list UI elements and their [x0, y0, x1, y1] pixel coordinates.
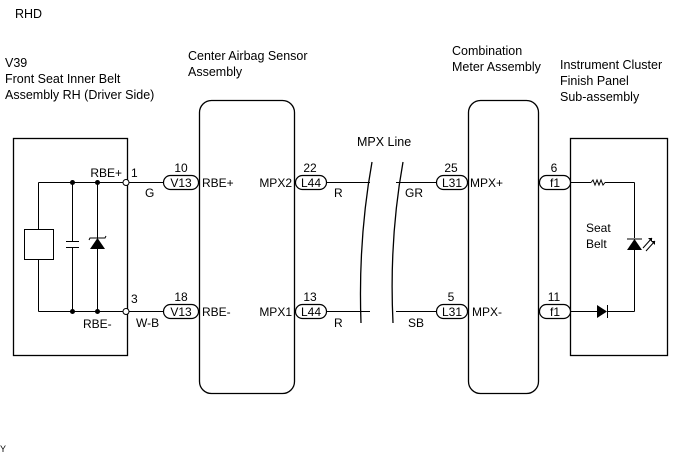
connector-l44-top: [294, 174, 328, 191]
combination-meter-name-line1: Combination: [452, 44, 523, 58]
connector-code: f1: [550, 305, 560, 319]
meter-terminal-mpx-minus: MPX-: [472, 305, 502, 319]
connector-code: f1: [550, 176, 560, 190]
connector-code: L31: [442, 176, 462, 190]
pin-number: 18: [174, 290, 188, 304]
connector-v13-bottom: [162, 303, 200, 320]
junction-dots: [70, 180, 100, 314]
pin-number: 10: [174, 161, 188, 175]
combination-meter-box: [467, 99, 540, 395]
zener-diode-icon: [88, 235, 107, 249]
footer-mark: Y: [0, 444, 7, 454]
connector-f1-top: [538, 174, 572, 191]
mpx-break-left: [359, 161, 373, 324]
wire-color-r-top: R: [334, 186, 343, 200]
seat-belt-name-line1: Front Seat Inner Belt: [5, 72, 121, 86]
seat-belt-led-icon: [627, 238, 655, 250]
connector-code: V13: [170, 176, 192, 190]
wire-color-sb: SB: [408, 316, 424, 330]
sensor-switch-icon: [24, 229, 54, 260]
diode-icon: [597, 305, 608, 318]
diagram-title: RHD: [15, 7, 43, 21]
airbag-terminal-rbe-plus: RBE+: [202, 176, 234, 190]
instrument-panel-name-line2: Finish Panel: [560, 74, 629, 88]
seat-belt-internal-circuit: [24, 182, 123, 312]
combination-meter-name-line2: Meter Assembly: [452, 60, 541, 74]
instrument-panel-name-line1: Instrument Cluster: [560, 58, 663, 72]
connector-f1-bottom: [538, 303, 572, 320]
pin-number: 6: [551, 161, 558, 175]
airbag-sensor-box: [198, 99, 296, 395]
pin-number: 11: [548, 290, 561, 304]
instrument-panel-box: [569, 137, 669, 357]
pin-number: 25: [444, 161, 458, 175]
connector-l31-bottom: [435, 303, 469, 320]
wire-color-g: G: [145, 186, 154, 200]
instrument-panel-name-line3: Sub-assembly: [560, 90, 640, 104]
pin-3: 3: [131, 292, 138, 306]
terminal-label-rbe-minus: RBE-: [83, 317, 112, 331]
connector-code: L44: [301, 176, 321, 190]
seat-belt-name-line2: Assembly RH (Driver Side): [5, 88, 155, 102]
airbag-terminal-rbe-minus: RBE-: [202, 305, 231, 319]
airbag-terminal-mpx1: MPX1: [259, 305, 292, 319]
airbag-sensor-name-line1: Center Airbag Sensor: [188, 49, 308, 63]
wire-color-r-bottom: R: [334, 316, 343, 330]
pin-number: 5: [448, 290, 455, 304]
lamp-label-line1: Seat: [586, 221, 611, 235]
meter-terminal-mpx-plus: MPX+: [470, 176, 503, 190]
connector-code: L31: [442, 305, 462, 319]
pin-number: 22: [303, 161, 317, 175]
connector-v13-top: [162, 174, 200, 191]
airbag-terminal-mpx2: MPX2: [259, 176, 292, 190]
connector-code: V13: [170, 305, 192, 319]
wire-color-gr: GR: [405, 186, 423, 200]
seat-belt-lamp-circuit: [570, 178, 656, 312]
terminal-3: [122, 308, 130, 315]
pin-1: 1: [131, 166, 138, 180]
lamp-label-line2: Belt: [586, 237, 607, 251]
seat-belt-assembly-box: [12, 137, 129, 357]
mpx-break-right: [391, 161, 404, 324]
connector-l31-top: [435, 174, 469, 191]
wire-color-w-b: W-B: [136, 316, 159, 330]
connector-code: L44: [301, 305, 321, 319]
resistor-icon: [590, 178, 606, 187]
terminal-label-rbe-plus: RBE+: [90, 166, 122, 180]
airbag-sensor-name-line2: Assembly: [188, 65, 243, 79]
seat-belt-code: V39: [5, 56, 28, 70]
mpx-line-label: MPX Line: [357, 135, 412, 149]
connector-l44-bottom: [294, 303, 328, 320]
terminal-1: [122, 179, 130, 186]
pin-number: 13: [303, 290, 317, 304]
